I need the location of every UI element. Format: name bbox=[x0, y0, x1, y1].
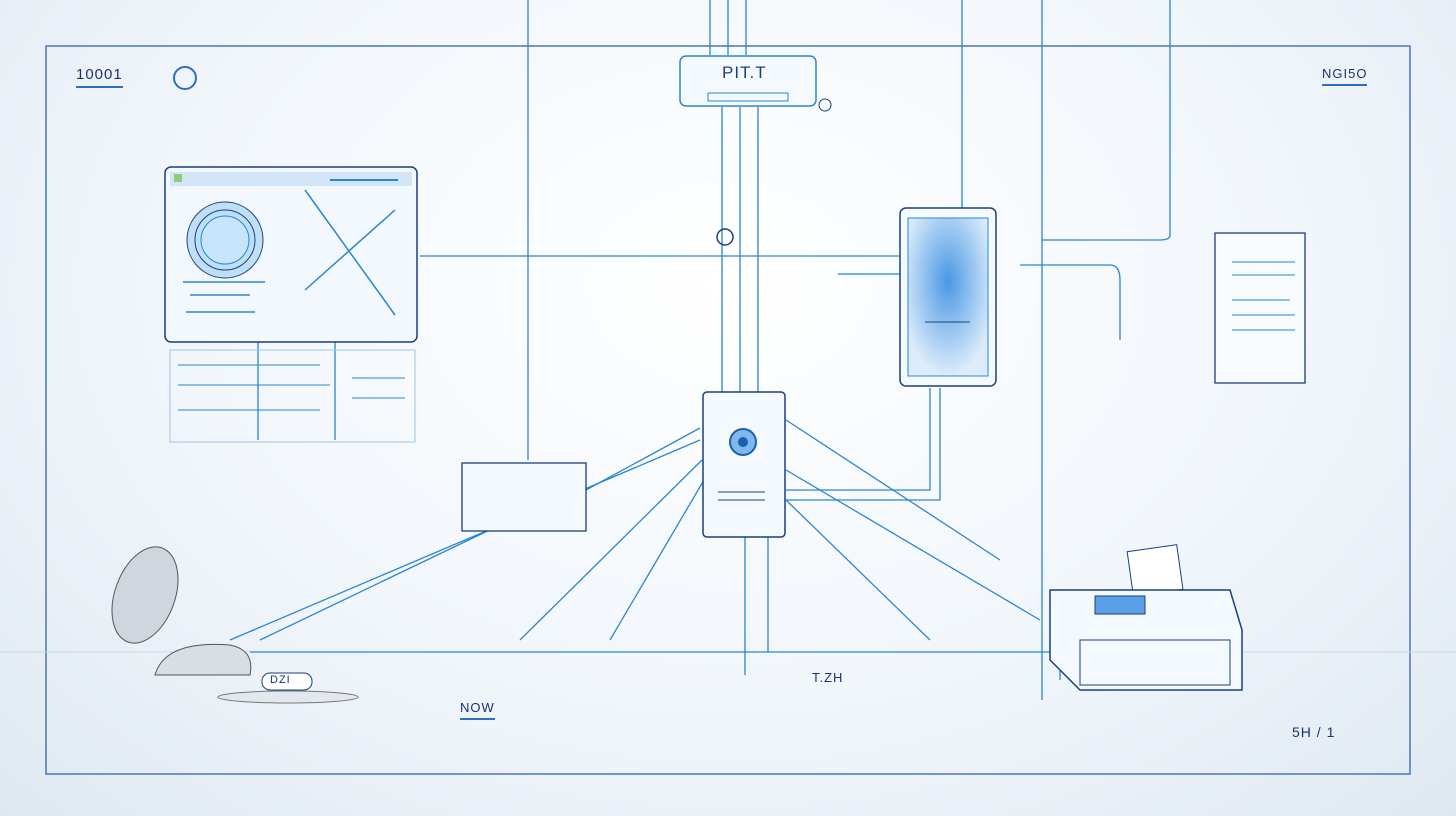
bottom-center-label: T.ZH bbox=[812, 670, 844, 685]
header-device bbox=[679, 55, 832, 112]
menu-icon[interactable] bbox=[173, 66, 197, 90]
document-sheet bbox=[1214, 232, 1306, 384]
header-device-label: PIT.T bbox=[722, 63, 767, 82]
page-indicator[interactable]: 5H / 1 bbox=[1292, 724, 1336, 740]
browser-window-sketch bbox=[164, 166, 418, 443]
desk-lamp-sketch bbox=[111, 546, 359, 704]
node-icon bbox=[716, 228, 734, 246]
printer-device bbox=[1049, 544, 1243, 691]
desk-device-label: DZI bbox=[270, 674, 291, 686]
control-box bbox=[461, 462, 587, 532]
hub-device bbox=[702, 391, 786, 538]
phone-device bbox=[899, 207, 997, 387]
top-left-code: 10001 bbox=[76, 66, 123, 88]
now-label: NOW bbox=[460, 700, 495, 720]
top-right-code: NGI5O bbox=[1322, 66, 1368, 86]
